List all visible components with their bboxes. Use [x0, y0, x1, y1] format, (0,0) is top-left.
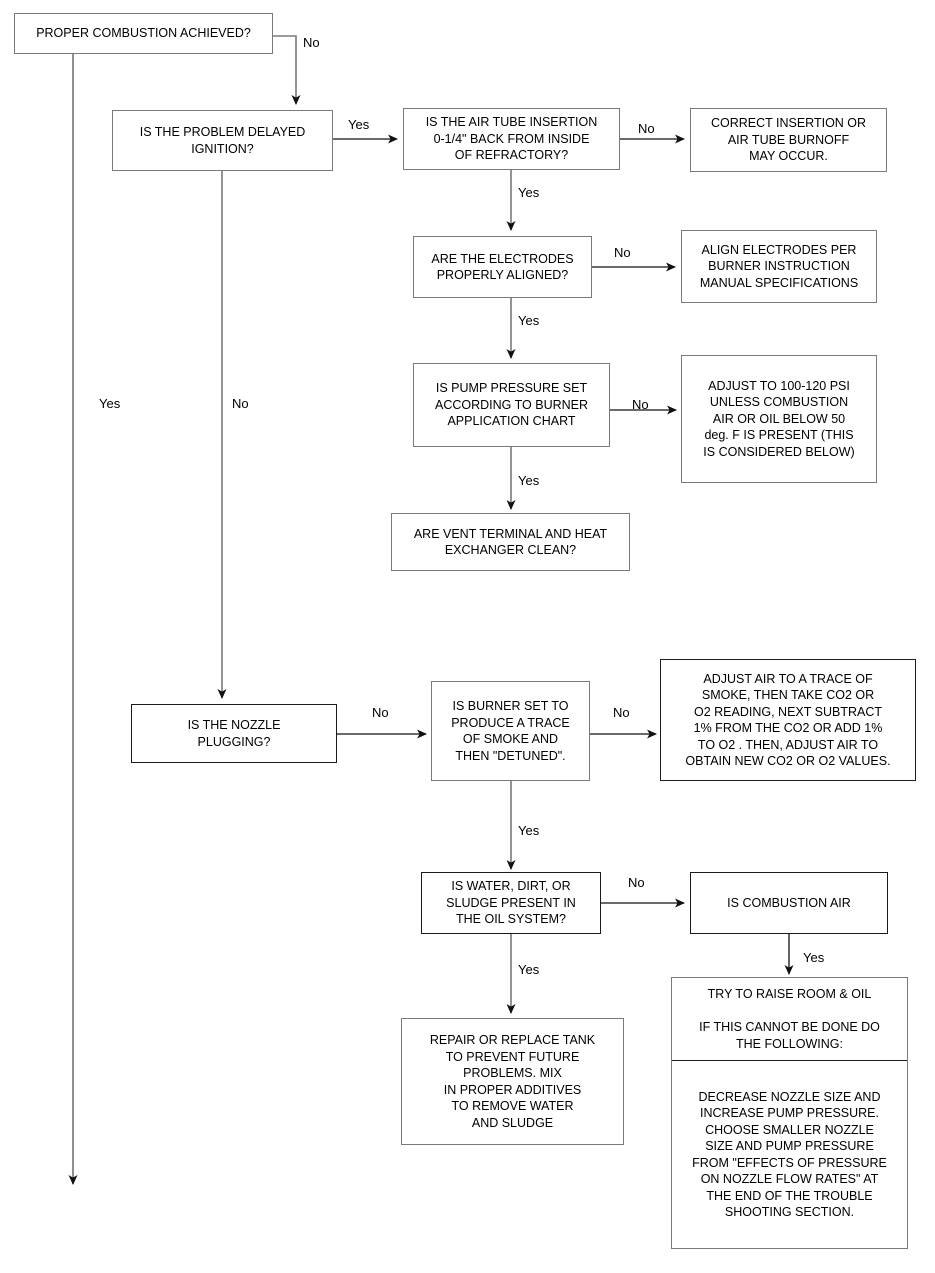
node-adjust-psi[interactable]: ADJUST TO 100-120 PSI UNLESS COMBUSTION …: [681, 355, 877, 483]
edge-label-water-yes: Yes: [518, 962, 540, 977]
node-electrodes-aligned[interactable]: ARE THE ELECTRODES PROPERLY ALIGNED?: [413, 236, 592, 298]
edge-label-burner-yes: Yes: [518, 823, 540, 838]
edge-label-pump-no: No: [632, 397, 649, 412]
node-label: ARE THE ELECTRODES PROPERLY ALIGNED?: [431, 251, 574, 283]
node-label: IS COMBUSTION AIR: [727, 895, 851, 910]
node-repair-tank[interactable]: REPAIR OR REPLACE TANK TO PREVENT FUTURE…: [401, 1018, 624, 1145]
node-delayed-ignition[interactable]: IS THE PROBLEM DELAYED IGNITION?: [112, 110, 333, 171]
node-label: DECREASE NOZZLE SIZE AND INCREASE PUMP P…: [692, 1089, 887, 1220]
edge-label-airtube-yes: Yes: [518, 185, 540, 200]
edge-label-combustion-air-yes: Yes: [803, 950, 825, 965]
node-adjust-air-trace[interactable]: ADJUST AIR TO A TRACE OF SMOKE, THEN TAK…: [660, 659, 916, 781]
edge-label-nozzle-no: No: [372, 705, 389, 720]
node-label: PROPER COMBUSTION ACHIEVED?: [36, 26, 251, 41]
node-label: REPAIR OR REPLACE TANK TO PREVENT FUTURE…: [429, 1033, 596, 1130]
edge-label-left-no: No: [232, 396, 249, 411]
node-pump-pressure[interactable]: IS PUMP PRESSURE SET ACCORDING TO BURNER…: [413, 363, 610, 447]
node-raise-room-oil[interactable]: TRY TO RAISE ROOM & OIL IF THIS CANNOT B…: [672, 978, 907, 1061]
node-label: TRY TO RAISE ROOM & OIL IF THIS CANNOT B…: [699, 987, 880, 1051]
node-water-dirt-sludge[interactable]: IS WATER, DIRT, OR SLUDGE PRESENT IN THE…: [421, 872, 601, 934]
node-label: IS THE AIR TUBE INSERTION 0-1/4" BACK FR…: [425, 115, 598, 163]
node-align-electrodes[interactable]: ALIGN ELECTRODES PER BURNER INSTRUCTION …: [681, 230, 877, 303]
edge-label-water-no: No: [628, 875, 645, 890]
node-label: CORRECT INSERTION OR AIR TUBE BURNOFF MA…: [710, 116, 867, 164]
edge-label-left-yes: Yes: [99, 396, 121, 411]
node-combustion-air[interactable]: IS COMBUSTION AIR: [690, 872, 888, 934]
node-burner-trace-smoke[interactable]: IS BURNER SET TO PRODUCE A TRACE OF SMOK…: [431, 681, 590, 781]
edge-label-combustion-no: No: [303, 35, 320, 50]
node-decrease-nozzle[interactable]: DECREASE NOZZLE SIZE AND INCREASE PUMP P…: [672, 1061, 907, 1248]
node-nozzle-plugging[interactable]: IS THE NOZZLE PLUGGING?: [131, 704, 337, 763]
edge-label-delayed-yes: Yes: [348, 117, 370, 132]
node-label: ARE VENT TERMINAL AND HEAT EXCHANGER CLE…: [413, 526, 608, 558]
node-correct-insertion[interactable]: CORRECT INSERTION OR AIR TUBE BURNOFF MA…: [690, 108, 887, 172]
node-label: IS THE NOZZLE PLUGGING?: [187, 718, 281, 749]
node-label: IS THE PROBLEM DELAYED IGNITION?: [139, 125, 306, 156]
node-cold-air-remedy-stack[interactable]: TRY TO RAISE ROOM & OIL IF THIS CANNOT B…: [671, 977, 908, 1249]
edge-label-electrodes-no: No: [614, 245, 631, 260]
edge-label-electrodes-yes: Yes: [518, 313, 540, 328]
node-label: IS PUMP PRESSURE SET ACCORDING TO BURNER…: [434, 381, 589, 429]
node-label: IS BURNER SET TO PRODUCE A TRACE OF SMOK…: [451, 699, 570, 763]
edge-label-pump-yes: Yes: [518, 473, 540, 488]
node-air-tube-insertion[interactable]: IS THE AIR TUBE INSERTION 0-1/4" BACK FR…: [403, 108, 620, 170]
edge-label-burner-no: No: [613, 705, 630, 720]
node-vent-terminal[interactable]: ARE VENT TERMINAL AND HEAT EXCHANGER CLE…: [391, 513, 630, 571]
node-label: ADJUST TO 100-120 PSI UNLESS COMBUSTION …: [703, 378, 855, 459]
node-label: ADJUST AIR TO A TRACE OF SMOKE, THEN TAK…: [685, 671, 891, 769]
node-label: IS WATER, DIRT, OR SLUDGE PRESENT IN THE…: [446, 879, 576, 927]
node-label: ALIGN ELECTRODES PER BURNER INSTRUCTION …: [699, 242, 859, 290]
node-proper-combustion[interactable]: PROPER COMBUSTION ACHIEVED?: [14, 13, 273, 54]
edge-label-airtube-no: No: [638, 121, 655, 136]
